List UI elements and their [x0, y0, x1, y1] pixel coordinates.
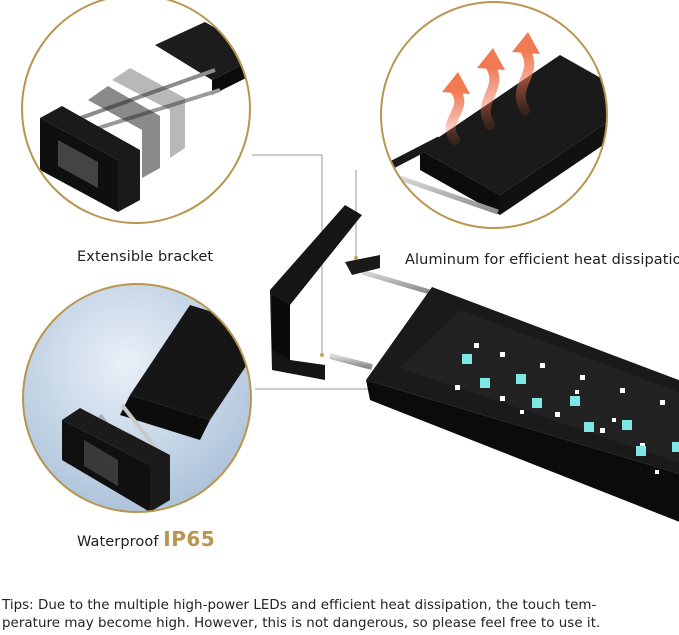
tips-line-1: Tips: Due to the multiple high-power LED… [2, 598, 597, 613]
led-array [455, 343, 679, 474]
waterproof-label: Waterproof [77, 534, 159, 550]
aluminum-caption: Aluminum for efficient heat dissipation [405, 252, 679, 268]
heat-arrow-icon [442, 32, 540, 145]
bracket-detail-circle [21, 0, 251, 224]
tips-line-2: perature may become high. However, this … [2, 616, 601, 631]
bracket-caption: Extensible bracket [77, 249, 214, 265]
waterproof-detail-circle [22, 283, 252, 513]
tips-note: Tips: Due to the multiple high-power LED… [2, 597, 678, 633]
waterproof-caption: Waterproof IP65 [77, 527, 215, 551]
heat-dissipation-detail-circle [380, 1, 608, 229]
ip65-rating: IP65 [163, 527, 216, 551]
